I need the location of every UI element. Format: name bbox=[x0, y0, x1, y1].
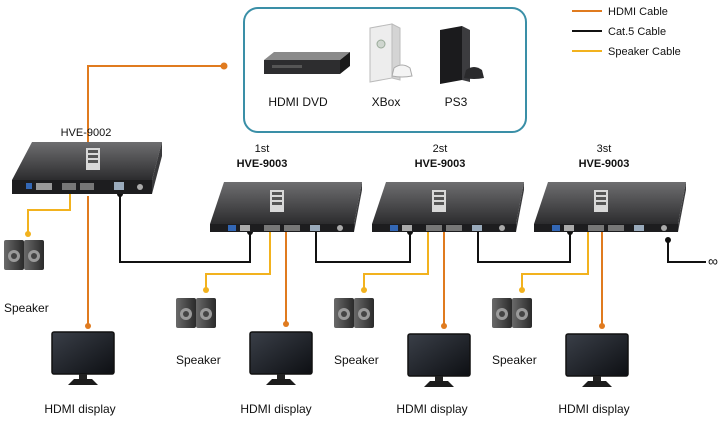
dvd-player-icon bbox=[264, 52, 350, 74]
hdmi-display-icon bbox=[407, 333, 471, 388]
source-dvd-label: HDMI DVD bbox=[268, 95, 328, 109]
legend: HDMI Cable Cat.5 Cable Speaker Cable bbox=[572, 6, 681, 58]
xbox-icon bbox=[369, 23, 413, 83]
receiver-3-model: HVE-9003 bbox=[579, 158, 630, 170]
speaker-icon bbox=[492, 298, 532, 328]
source-panel: HDMI DVD XBox PS3 bbox=[243, 7, 527, 133]
chain-end-symbol: ∞ bbox=[708, 253, 718, 269]
receiver-3-device bbox=[534, 182, 686, 232]
cat5-cable-2 bbox=[315, 228, 411, 263]
hdmi-display-icon bbox=[565, 333, 629, 388]
speaker-icon bbox=[334, 298, 374, 328]
speaker-icon bbox=[176, 298, 216, 328]
speaker-cable-tx bbox=[27, 194, 71, 234]
speaker-icon bbox=[4, 240, 44, 270]
speaker-label-rx1: Speaker bbox=[176, 353, 221, 367]
speaker-cable-rx3 bbox=[521, 232, 589, 290]
cat5-cable-end bbox=[667, 240, 706, 263]
transmitter-device bbox=[12, 142, 162, 194]
receiver-2-device bbox=[372, 182, 524, 232]
transmitter-model-label: HVE-9002 bbox=[61, 127, 112, 139]
speaker-cable-rx2 bbox=[363, 232, 429, 290]
speaker-label-tx: Speaker bbox=[4, 301, 49, 315]
legend-cat5-label: Cat.5 Cable bbox=[608, 26, 666, 38]
cat5-cable-3 bbox=[477, 228, 571, 263]
receiver-1-order: 1st bbox=[255, 143, 270, 155]
display-label-rx1: HDMI display bbox=[240, 402, 311, 416]
legend-hdmi-label: HDMI Cable bbox=[608, 6, 668, 18]
display-label-rx2: HDMI display bbox=[396, 402, 467, 416]
hdmi-display-icon bbox=[51, 331, 115, 386]
hdmi-display-icon bbox=[249, 331, 313, 386]
receiver-1-model: HVE-9003 bbox=[237, 158, 288, 170]
legend-speaker-label: Speaker Cable bbox=[608, 46, 681, 58]
cat5-cable-1 bbox=[119, 194, 251, 263]
levelone-logo-icon bbox=[86, 148, 100, 170]
receiver-2-model: HVE-9003 bbox=[415, 158, 466, 170]
display-label-tx: HDMI display bbox=[44, 402, 115, 416]
ps3-icon bbox=[440, 26, 484, 84]
source-ps3-label: PS3 bbox=[445, 95, 468, 109]
speaker-label-rx2: Speaker bbox=[334, 353, 379, 367]
hdmi-cable-sources bbox=[87, 65, 224, 142]
speaker-cable-rx1 bbox=[205, 232, 271, 290]
receiver-2-order: 2st bbox=[433, 143, 448, 155]
source-xbox-label: XBox bbox=[372, 95, 401, 109]
display-label-rx3: HDMI display bbox=[558, 402, 629, 416]
speaker-label-rx3: Speaker bbox=[492, 353, 537, 367]
receiver-3-order: 3st bbox=[597, 143, 612, 155]
receiver-1-device bbox=[210, 182, 362, 232]
cables bbox=[25, 62, 706, 329]
